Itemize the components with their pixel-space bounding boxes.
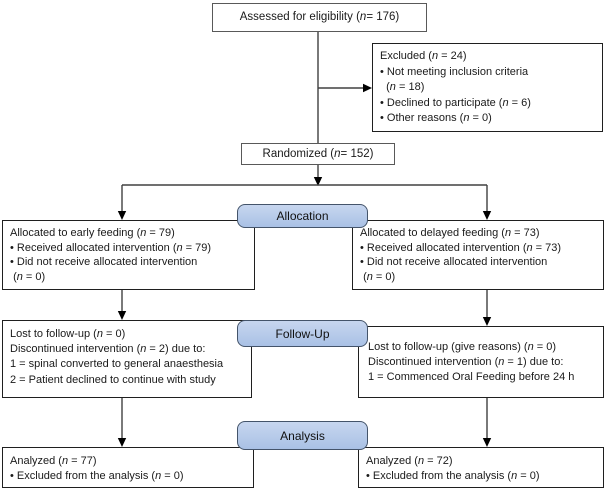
allocation-stage-badge: Allocation [237,204,368,228]
assessed-eligibility-box: Assessed for eligibility (n = 176) [212,3,427,32]
excluded-box: Excluded (n = 24) • Not meeting inclusio… [372,43,603,132]
allocated-early-feeding-box: Allocated to early feeding (n = 79) • Re… [2,220,255,290]
arrowhead-to-analysis-right [482,438,492,447]
arrowhead-to-branch [313,177,323,186]
arrowhead-to-followup-left [117,311,127,320]
analyzed-early-box: Analyzed (n = 77) • Excluded from the an… [2,447,254,488]
arrowhead-to-alloc-left [117,211,127,220]
analyzed-delayed-box: Analyzed (n = 72) • Excluded from the an… [358,447,604,488]
analysis-stage-badge: Analysis [237,421,368,450]
randomized-box: Randomized (n = 152) [241,143,395,165]
allocated-delayed-feeding-box: Allocated to delayed feeding (n = 73) • … [352,220,604,290]
followup-stage-badge: Follow-Up [237,320,368,347]
arrowhead-to-alloc-right [482,211,492,220]
arrowhead-to-followup-right [482,317,492,326]
followup-early-box: Lost to follow-up (n = 0) Discontinued i… [2,320,252,398]
followup-delayed-box: Lost to follow-up (give reasons) (n = 0)… [358,326,604,398]
arrowhead-to-analysis-left [117,438,127,447]
arrowhead-to-excluded [363,83,372,93]
